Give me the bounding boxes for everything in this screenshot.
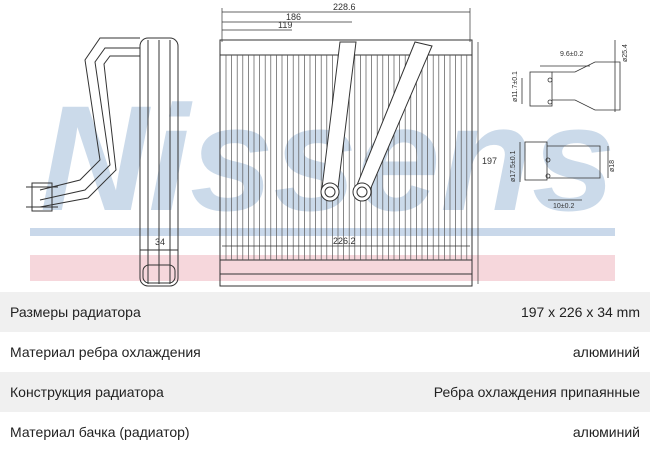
spec-table: Размеры радиатора 197 x 226 x 34 mm Мате… xyxy=(0,292,650,452)
dim-119: 119 xyxy=(278,20,292,30)
pipe-fitting xyxy=(31,182,53,212)
dim-core-width: 226.2 xyxy=(333,236,356,246)
technical-drawing: Nissens 34 xyxy=(26,2,629,287)
spec-value: Ребра охлаждения припаянные xyxy=(433,384,640,400)
watermark-band-blue xyxy=(30,228,615,236)
spec-label: Материал бачка (радиатор) xyxy=(10,424,190,440)
dim-fitting-b-outer: ø17.5±0.1 xyxy=(510,150,517,182)
spec-label: Конструкция радиатора xyxy=(10,384,164,400)
dim-fitting-b-len: 10±0.2 xyxy=(553,203,574,210)
core-side-view xyxy=(139,37,179,287)
fitting-detail-a xyxy=(521,40,621,112)
spec-value: алюминий xyxy=(572,424,640,440)
watermark-band-pink xyxy=(30,255,615,281)
dim-height: 197 xyxy=(482,156,497,166)
dim-fitting-a-outer: ø25.4 xyxy=(622,44,629,62)
spec-row: Материал бачка (радиатор) алюминий xyxy=(0,412,650,452)
spec-label: Материал ребра охлаждения xyxy=(10,344,201,360)
dim-fitting-a-len: 9.6±0.2 xyxy=(560,51,583,58)
dim-186: 186 xyxy=(286,12,301,22)
core-fins xyxy=(225,55,468,260)
depth-label: 34 xyxy=(155,237,165,247)
spec-row: Материал ребра охлаждения алюминий xyxy=(0,332,650,372)
dimension-lines xyxy=(221,8,479,284)
spec-row: Конструкция радиатора Ребра охлаждения п… xyxy=(0,372,650,412)
dim-fitting-b-inner: ø18 xyxy=(609,160,616,172)
pipe-assembly xyxy=(26,37,140,212)
spec-value: алюминий xyxy=(572,344,640,360)
spec-row: Размеры радиатора 197 x 226 x 34 mm xyxy=(0,292,650,332)
dim-fitting-a-inner: ø11.7±0.1 xyxy=(512,71,519,102)
front-tubes xyxy=(320,41,433,202)
dim-overall-width: 228.6 xyxy=(333,2,356,12)
fitting-detail-b xyxy=(519,141,609,201)
spec-value: 197 x 226 x 34 mm xyxy=(520,304,640,320)
drawing-svg: Nissens 34 xyxy=(26,2,629,287)
spec-label: Размеры радиатора xyxy=(10,304,141,320)
